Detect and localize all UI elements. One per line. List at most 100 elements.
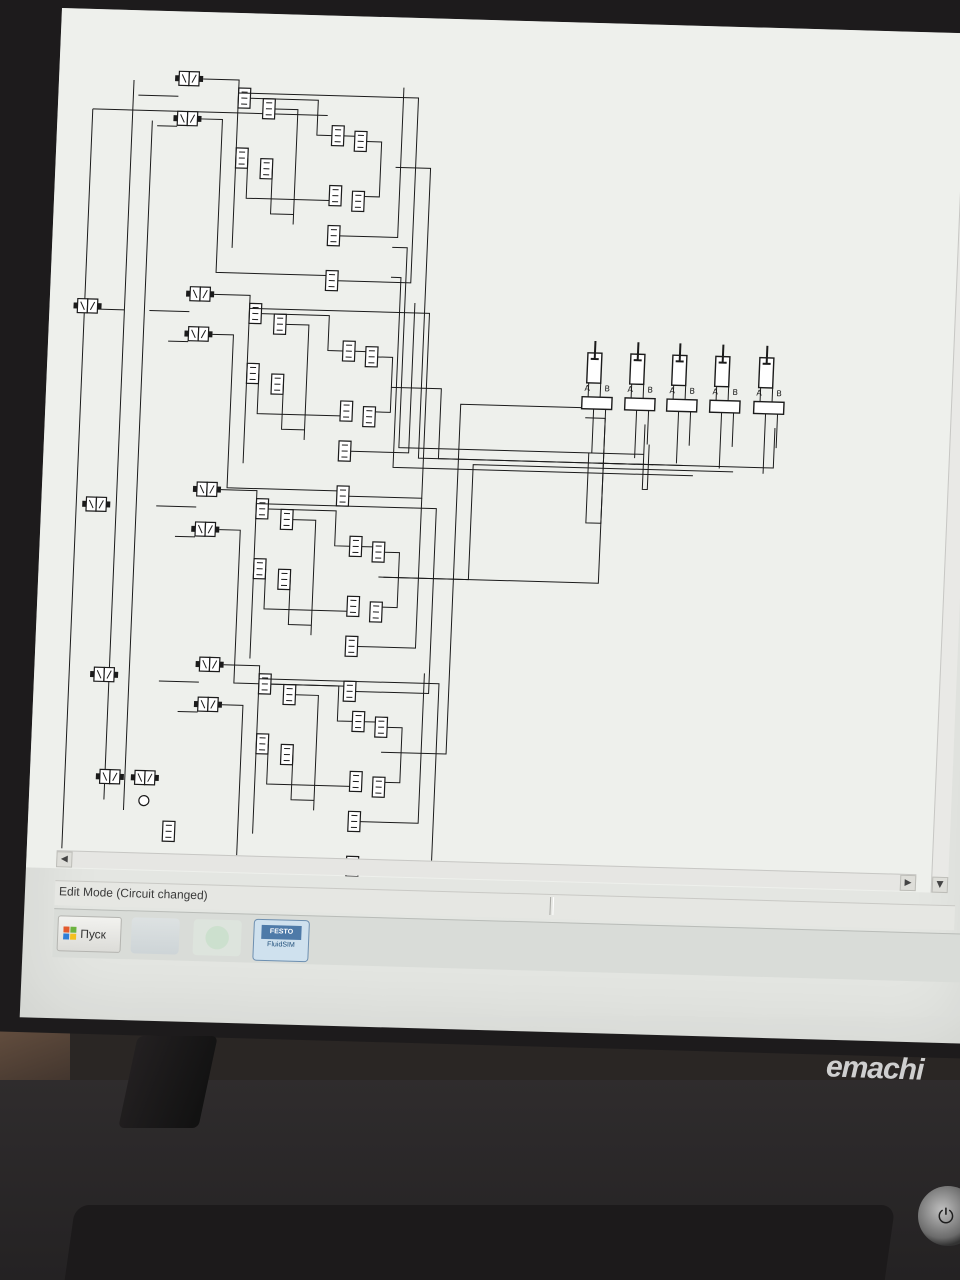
logic-valve-1-c[interactable] [339, 400, 354, 422]
memory-valve-2-a[interactable] [255, 498, 270, 520]
cylinder-port-lines-1[interactable] [587, 382, 602, 398]
festo-logo: FESTO [261, 924, 302, 941]
cylinder-port-lines-3[interactable] [672, 385, 687, 400]
cylinder-rod-4[interactable] [718, 344, 728, 364]
port-label-b-4[interactable]: B [732, 388, 738, 397]
logic-valve-3-c[interactable] [348, 770, 363, 793]
supply-valve-1[interactable] [73, 297, 102, 314]
power-button[interactable]: ⏻ [918, 1186, 960, 1246]
logic-valve-2-e[interactable] [344, 635, 359, 658]
cylinder-rod-1[interactable] [590, 340, 600, 361]
port-label-b-1[interactable]: B [604, 384, 610, 393]
logic-valve-2-b[interactable] [371, 541, 386, 563]
logic-valve-1-b[interactable] [364, 346, 379, 368]
logic-valve-0-f[interactable] [324, 269, 339, 292]
keyboard-edge [64, 1205, 896, 1280]
valve-lines-5[interactable] [762, 413, 779, 474]
input-valve-1-a[interactable] [186, 286, 215, 302]
memory-valve-3-a[interactable] [257, 673, 272, 695]
taskbar-media-icon[interactable] [192, 919, 242, 957]
logic-valve-2-c[interactable] [346, 595, 361, 618]
port-label-a-4[interactable]: A [712, 387, 718, 396]
port-label-b-3[interactable]: B [689, 387, 695, 396]
cylinder-port-lines-2[interactable] [630, 384, 645, 399]
memory-valve-0-c[interactable] [234, 147, 249, 169]
logic-valve-1-a[interactable] [341, 340, 356, 362]
supply-valve-2[interactable] [82, 496, 111, 513]
logic-valve-2-d[interactable] [368, 601, 383, 623]
memory-valve-1-c[interactable] [245, 362, 260, 385]
logic-valve-0-e[interactable] [326, 224, 341, 247]
logic-valve-3-e[interactable] [347, 810, 362, 833]
cylinder-rod-3[interactable] [675, 343, 685, 363]
memory-valve-2-c[interactable] [252, 557, 267, 580]
cylinder-port-lines-5[interactable] [759, 387, 774, 402]
directional-valve-2[interactable] [623, 397, 656, 412]
scroll-left-icon[interactable]: ◀ [56, 851, 73, 868]
port-label-a-5[interactable]: A [756, 389, 762, 398]
input-valve-2-b[interactable] [191, 521, 220, 538]
air-source-icon[interactable] [138, 794, 150, 807]
pressure-source[interactable] [161, 820, 176, 843]
logic-valve-1-f[interactable] [335, 485, 350, 507]
input-valve-1-b[interactable] [184, 326, 213, 342]
logic-valve-0-b[interactable] [353, 130, 368, 153]
scroll-down-icon[interactable]: ▼ [931, 876, 949, 894]
memory-valve-1-b[interactable] [272, 313, 287, 335]
port-label-b-2[interactable]: B [647, 385, 653, 394]
scroll-right-icon[interactable]: ▶ [899, 874, 917, 892]
memory-valve-0-b[interactable] [261, 98, 276, 120]
input-valve-3-a[interactable] [195, 656, 224, 673]
logic-valve-3-b[interactable] [374, 716, 389, 738]
memory-valve-1-a[interactable] [248, 302, 263, 325]
logic-valve-3-d[interactable] [371, 776, 386, 798]
port-label-a-2[interactable]: A [627, 385, 633, 394]
taskbar-folder-icon[interactable] [130, 917, 180, 955]
memory-valve-2-b[interactable] [279, 508, 294, 531]
input-valve-0-a[interactable] [175, 70, 204, 87]
valve-lines-1[interactable] [591, 408, 607, 453]
valve-lines-2[interactable] [634, 410, 650, 459]
port-label-b-5[interactable]: B [776, 389, 782, 398]
cylinder-port-lines-4[interactable] [715, 386, 730, 401]
logic-valve-2-a[interactable] [348, 535, 363, 558]
memory-valve-3-d[interactable] [279, 743, 294, 766]
cylinder-rod-2[interactable] [633, 342, 643, 362]
start-valve[interactable] [95, 768, 125, 785]
directional-valve-3[interactable] [665, 398, 698, 413]
laptop-screen: A B A B A B A B A B ▼ ◀ ▶ Edit Mode (Circuit chan… [19, 8, 960, 1045]
start-label: Пуск [79, 926, 107, 942]
logic-valve-1-e[interactable] [337, 440, 352, 462]
reset-valve[interactable] [130, 769, 160, 786]
valve-lines-4[interactable] [718, 412, 735, 469]
logic-valve-0-d[interactable] [351, 190, 366, 213]
memory-valve-1-d[interactable] [270, 373, 285, 395]
memory-valve-0-d[interactable] [259, 157, 274, 180]
input-valve-2-a[interactable] [192, 481, 222, 498]
memory-valve-3-b[interactable] [282, 683, 297, 706]
memory-valve-0-a[interactable] [237, 87, 252, 109]
logic-valve-0-a[interactable] [330, 124, 345, 147]
directional-valve-4[interactable] [708, 399, 741, 414]
logic-valve-1-d[interactable] [362, 405, 377, 428]
logic-valve-0-c[interactable] [328, 184, 343, 207]
taskbar-fluidsim-icon[interactable]: FESTO FluidSIM [252, 918, 310, 963]
input-valve-0-b[interactable] [173, 110, 202, 127]
logic-valve-3-a[interactable] [351, 710, 366, 733]
valve-lines-3[interactable] [675, 411, 692, 464]
port-label-a-1[interactable]: A [584, 384, 590, 393]
status-separator [549, 896, 555, 916]
memory-valve-2-d[interactable] [277, 568, 292, 591]
status-text: Edit Mode (Circuit changed) [58, 884, 208, 903]
directional-valve-1[interactable] [580, 395, 613, 411]
port-label-a-3[interactable]: A [669, 386, 675, 395]
directional-valve-5[interactable] [752, 400, 785, 416]
supply-valve-3[interactable] [90, 666, 119, 683]
logic-valve-2-f[interactable] [342, 680, 357, 703]
memory-valve-3-c[interactable] [255, 733, 270, 755]
input-valve-3-b[interactable] [193, 696, 223, 713]
start-button[interactable]: Пуск [56, 915, 122, 954]
cylinder-rod-5[interactable] [762, 345, 772, 365]
